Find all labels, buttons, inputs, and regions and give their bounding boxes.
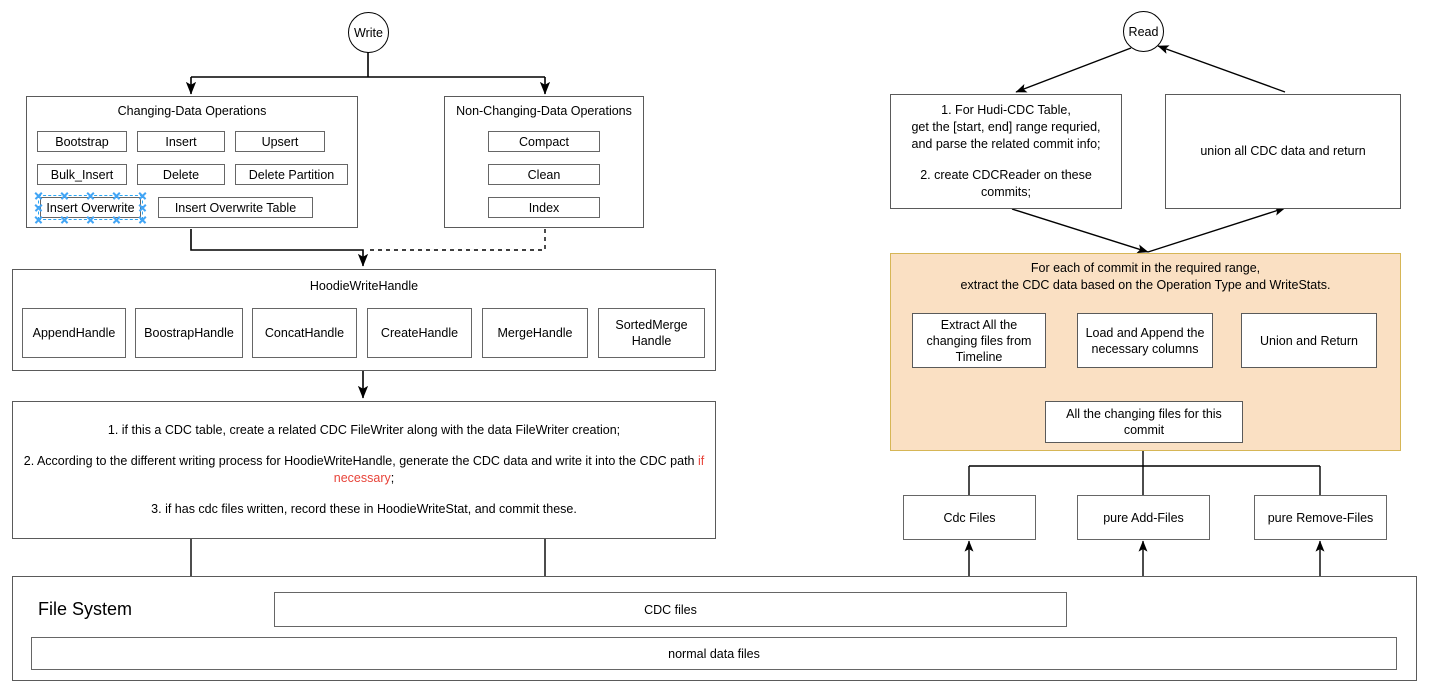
handle-sorted-merge[interactable]: SortedMerge Handle [598, 308, 705, 358]
handle-boostrap[interactable]: BoostrapHandle [135, 308, 243, 358]
op-delete-partition-label: Delete Partition [248, 167, 335, 182]
cdc-step-2-highlight: if necessary [333, 454, 705, 485]
handle-merge-label: MergeHandle [497, 326, 573, 340]
union-and-return-label: Union and Return [1260, 333, 1358, 348]
handle-append[interactable]: AppendHandle [22, 308, 126, 358]
read-prepare-line-1: 1. For Hudi-CDC Table, [941, 103, 1071, 118]
op-delete-label: Delete [162, 167, 200, 182]
op-bootstrap-label: Bootstrap [55, 134, 109, 149]
op-delete-partition[interactable]: Delete Partition [235, 164, 348, 185]
load-append-columns-label: Load and Append the necessary columns [1085, 325, 1205, 356]
op-insert-overwrite[interactable]: Insert Overwrite [40, 197, 141, 218]
cdc-write-steps-block: 1. if this a CDC table, create a related… [12, 401, 716, 539]
cdc-files-box[interactable]: Cdc Files [903, 495, 1036, 540]
op-bulk-insert[interactable]: Bulk_Insert [37, 164, 127, 185]
op-bootstrap[interactable]: Bootstrap [37, 131, 127, 152]
op-compact-label: Compact [518, 134, 570, 149]
op-insert-overwrite-table[interactable]: Insert Overwrite Table [158, 197, 313, 218]
cdc-step-3: 3. if has cdc files written, record thes… [151, 501, 577, 516]
read-prepare-line-3: and parse the related commit info; [911, 137, 1101, 152]
op-insert-label: Insert [165, 134, 197, 149]
handle-concat[interactable]: ConcatHandle [252, 308, 357, 358]
commit-panel-caption-line-2: extract the CDC data based on the Operat… [960, 277, 1331, 292]
cdc-step-2: 2. According to the different writing pr… [23, 453, 705, 487]
pure-add-files-box[interactable]: pure Add-Files [1077, 495, 1210, 540]
commit-panel-caption-line-1: For each of commit in the required range… [1030, 261, 1261, 275]
file-system-title: File System [38, 599, 133, 619]
read-prepare-line-2: get the [start, end] range requried, [911, 120, 1101, 135]
write-start-node[interactable]: Write [348, 12, 389, 53]
handle-create[interactable]: CreateHandle [367, 308, 472, 358]
op-insert[interactable]: Insert [137, 131, 225, 152]
read-union-label: union all CDC data and return [1200, 144, 1366, 159]
cdc-files-box-label: Cdc Files [943, 510, 996, 525]
all-changing-files-box[interactable]: All the changing files for this commit [1045, 401, 1243, 443]
op-insert-overwrite-label: Insert Overwrite [46, 200, 135, 215]
handle-append-label: AppendHandle [32, 326, 116, 340]
union-and-return-box[interactable]: Union and Return [1241, 313, 1377, 368]
changing-data-operations-title: Changing-Data Operations [117, 104, 267, 118]
op-delete[interactable]: Delete [137, 164, 225, 185]
commit-panel-caption: For each of commit in the required range… [890, 260, 1401, 294]
op-compact[interactable]: Compact [488, 131, 600, 152]
cdc-step-2-text: 2. According to the different writing pr… [23, 454, 698, 469]
extract-changing-files-box[interactable]: Extract All the changing files from Time… [912, 313, 1046, 368]
cdc-files-label: CDC files [644, 602, 697, 617]
read-prepare-block: 1. For Hudi-CDC Table, get the [start, e… [890, 94, 1122, 209]
op-upsert[interactable]: Upsert [235, 131, 325, 152]
op-bulk-insert-label: Bulk_Insert [50, 167, 114, 182]
op-index-label: Index [528, 200, 560, 215]
op-clean-label: Clean [527, 167, 561, 182]
normal-data-files-label: normal data files [668, 646, 760, 661]
op-clean[interactable]: Clean [488, 164, 600, 185]
read-start-label: Read [1128, 24, 1159, 39]
handle-create-label: CreateHandle [380, 326, 459, 340]
read-start-node[interactable]: Read [1123, 11, 1164, 52]
op-upsert-label: Upsert [261, 134, 299, 149]
cdc-step-1: 1. if this a CDC table, create a related… [107, 423, 621, 438]
read-prepare-line-4: 2. create CDCReader on these commits; [920, 167, 1092, 199]
handle-merge[interactable]: MergeHandle [482, 308, 588, 358]
pure-add-files-box-label: pure Add-Files [1103, 510, 1184, 525]
write-start-label: Write [354, 25, 383, 40]
cdc-step-2-suffix: ; [390, 471, 395, 485]
non-changing-data-operations-title: Non-Changing-Data Operations [456, 104, 632, 118]
normal-data-files-region[interactable]: normal data files [31, 637, 1397, 670]
pure-remove-files-box[interactable]: pure Remove-Files [1254, 495, 1387, 540]
handle-sorted-merge-label: SortedMerge Handle [615, 318, 688, 348]
extract-changing-files-label: Extract All the changing files from Time… [926, 317, 1032, 364]
hoodie-write-handle-title: HoodieWriteHandle [309, 279, 419, 293]
handle-concat-label: ConcatHandle [264, 326, 345, 340]
handle-boostrap-label: BoostrapHandle [144, 326, 234, 340]
load-append-columns-box[interactable]: Load and Append the necessary columns [1077, 313, 1213, 368]
read-union-block: union all CDC data and return [1165, 94, 1401, 209]
op-insert-overwrite-table-label: Insert Overwrite Table [174, 200, 297, 215]
pure-remove-files-box-label: pure Remove-Files [1267, 510, 1374, 525]
all-changing-files-label: All the changing files for this commit [1066, 407, 1222, 437]
cdc-files-region[interactable]: CDC files [274, 592, 1067, 627]
op-index[interactable]: Index [488, 197, 600, 218]
